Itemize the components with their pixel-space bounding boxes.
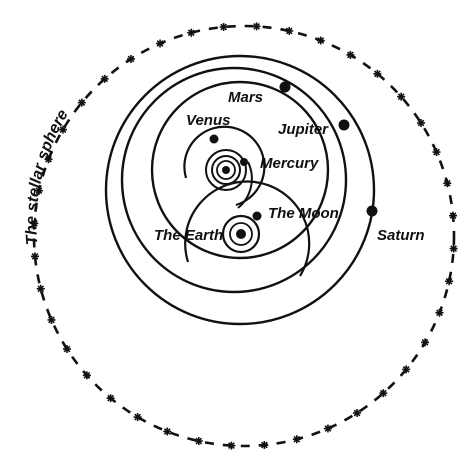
star-mark <box>317 37 325 45</box>
star-mark <box>373 70 381 78</box>
stellar-sphere-label: The stellar sphere <box>23 107 71 246</box>
star-mark <box>449 212 457 220</box>
star-mark <box>285 27 293 35</box>
mercury-label: Mercury <box>260 155 319 172</box>
venus-dot <box>210 135 219 144</box>
star-mark <box>78 99 86 107</box>
star-mark <box>101 75 109 83</box>
star-mark <box>324 424 332 432</box>
star-mark <box>48 316 56 324</box>
star-mark <box>445 277 453 285</box>
venus-label: Venus <box>186 112 230 129</box>
star-mark <box>253 22 261 30</box>
jupiter-dot <box>339 120 350 131</box>
star-mark <box>435 309 443 317</box>
star-mark <box>402 365 410 373</box>
star-mark <box>163 427 171 435</box>
star-mark <box>379 389 387 397</box>
venus-epicycle <box>184 127 264 205</box>
mars-label: Mars <box>228 89 263 106</box>
sun-center-star <box>222 166 230 174</box>
earth-dot <box>236 229 246 239</box>
the-earth-label: The Earth <box>154 227 223 244</box>
star-mark <box>397 93 405 101</box>
star-mark <box>450 245 458 253</box>
star-mark <box>293 435 301 443</box>
the-moon-label: The Moon <box>268 205 339 222</box>
moon-dot <box>253 212 262 221</box>
star-mark <box>417 119 425 127</box>
star-mark <box>134 413 142 421</box>
star-mark <box>353 409 361 417</box>
saturn-dot <box>367 206 378 217</box>
star-mark <box>443 179 451 187</box>
star-mark <box>63 345 71 353</box>
star-mark <box>432 148 440 156</box>
star-mark <box>195 437 203 445</box>
star-mark <box>260 441 268 449</box>
jupiter-label: Jupiter <box>278 121 329 138</box>
star-mark <box>83 371 91 379</box>
star-mark <box>346 51 354 59</box>
star-mark <box>220 23 228 31</box>
mercury-dot <box>240 158 248 166</box>
star-mark <box>107 394 115 402</box>
star-mark <box>37 285 45 293</box>
saturn-label: Saturn <box>377 227 425 244</box>
star-mark <box>421 338 429 346</box>
mars-dot <box>280 82 291 93</box>
star-mark <box>187 29 195 37</box>
star-mark <box>156 40 164 48</box>
star-mark <box>227 442 235 450</box>
star-mark <box>31 252 39 260</box>
star-mark <box>127 55 135 63</box>
